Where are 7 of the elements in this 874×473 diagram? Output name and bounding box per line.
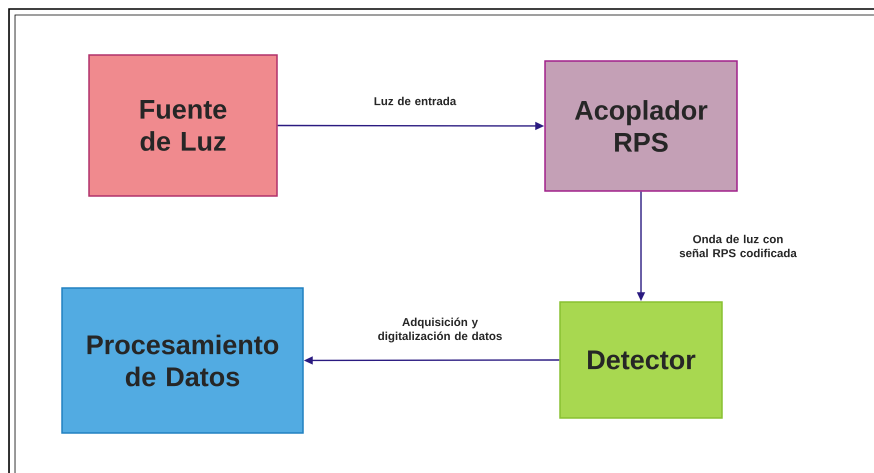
process-box: Acoplador RPS [544,60,738,192]
process-box: Procesamiento de Datos [61,287,304,434]
process-box: Detector [559,301,723,419]
edge-label: Onda de luz con señal RPS codificada [680,234,797,258]
edge-label: Luz de entrada [374,96,456,106]
edge-label: Adquisición y digitalización de datos [378,318,502,342]
process-box: Fuente de Luz [88,54,278,197]
